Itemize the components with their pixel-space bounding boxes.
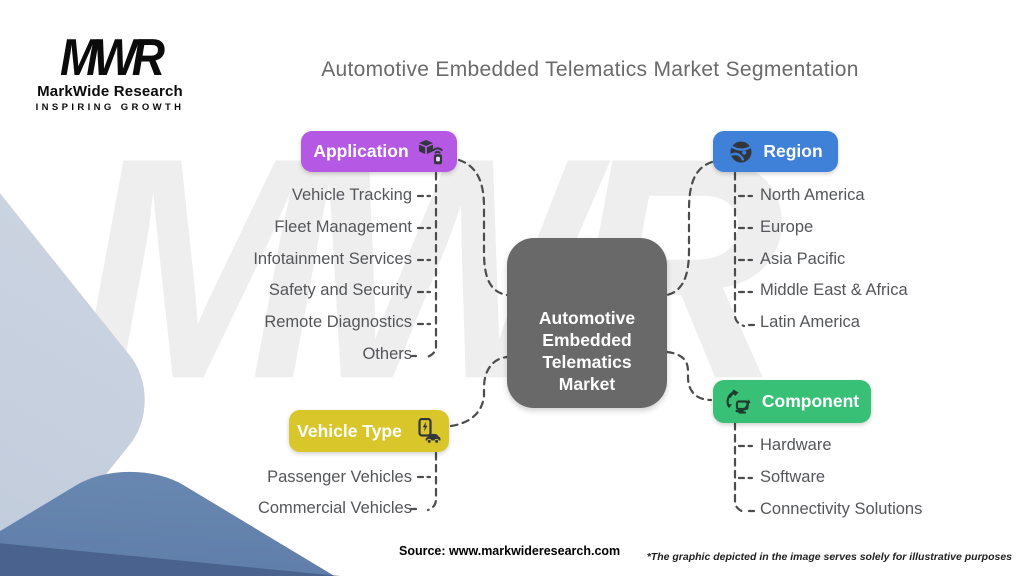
list-item: Remote Diagnostics bbox=[264, 313, 412, 332]
list-item: Passenger Vehicles bbox=[267, 468, 412, 486]
component-label: Component bbox=[761, 391, 860, 411]
brand-mark-text: MWR bbox=[60, 27, 165, 87]
list-item: Infotainment Services bbox=[253, 249, 412, 268]
cube-smart-device-icon bbox=[418, 139, 445, 165]
region-badge: Region bbox=[713, 131, 838, 172]
connected-car-icon bbox=[411, 417, 441, 445]
brand-tagline: INSPIRING GROWTH bbox=[35, 102, 185, 113]
component-item-ticks bbox=[737, 444, 756, 513]
central-market-node: Automotive Embedded Telematics Market bbox=[507, 238, 667, 408]
brand-name: MarkWide Research bbox=[37, 83, 183, 100]
satellite-monitor-icon bbox=[725, 388, 753, 415]
list-item: Commercial Vehicles bbox=[257, 499, 412, 517]
globe-icon bbox=[728, 139, 754, 165]
list-item: Europe bbox=[760, 217, 814, 236]
page-title: Automotive Embedded Telematics Market Se… bbox=[321, 58, 859, 81]
region-items: North America Europe Asia Pacific Middle… bbox=[760, 180, 908, 339]
vehicle-type-spine bbox=[426, 451, 438, 512]
list-item: Vehicle Tracking bbox=[291, 186, 412, 204]
vehicle-type-badge: Vehicle Type bbox=[289, 410, 449, 452]
list-item: Fleet Management bbox=[274, 217, 412, 236]
vehicle-type-items: Passenger Vehicles Commercial Vehicles bbox=[150, 462, 412, 524]
central-market-label: Automotive Embedded Telematics Market bbox=[538, 308, 636, 394]
list-item: Others bbox=[362, 344, 412, 363]
disclaimer-note: *The graphic depicted in the image serve… bbox=[646, 551, 1012, 563]
list-item: Safety and Security bbox=[268, 281, 412, 300]
list-item: Hardware bbox=[760, 436, 832, 454]
list-item: Asia Pacific bbox=[760, 249, 846, 268]
vehicle-type-label: Vehicle Type bbox=[297, 420, 402, 441]
region-label: Region bbox=[763, 141, 823, 161]
list-item: Software bbox=[760, 467, 826, 486]
list-item: Latin America bbox=[760, 313, 860, 332]
component-items: Hardware Software Connectivity Solutions bbox=[760, 430, 922, 525]
application-badge: Application bbox=[301, 131, 457, 172]
brand-logo: MWR MarkWide Research INSPIRING GROWTH bbox=[28, 27, 192, 113]
source-note: Source: www.markwideresearch.com bbox=[399, 544, 621, 558]
list-item: North America bbox=[760, 186, 865, 204]
list-item: Connectivity Solutions bbox=[760, 499, 923, 518]
component-badge: Component bbox=[713, 380, 871, 423]
application-items: Vehicle Tracking Fleet Management Infota… bbox=[150, 180, 412, 371]
vehicle-type-item-ticks bbox=[409, 475, 432, 511]
list-item: Middle East & Africa bbox=[760, 281, 908, 300]
application-label: Application bbox=[313, 141, 409, 161]
